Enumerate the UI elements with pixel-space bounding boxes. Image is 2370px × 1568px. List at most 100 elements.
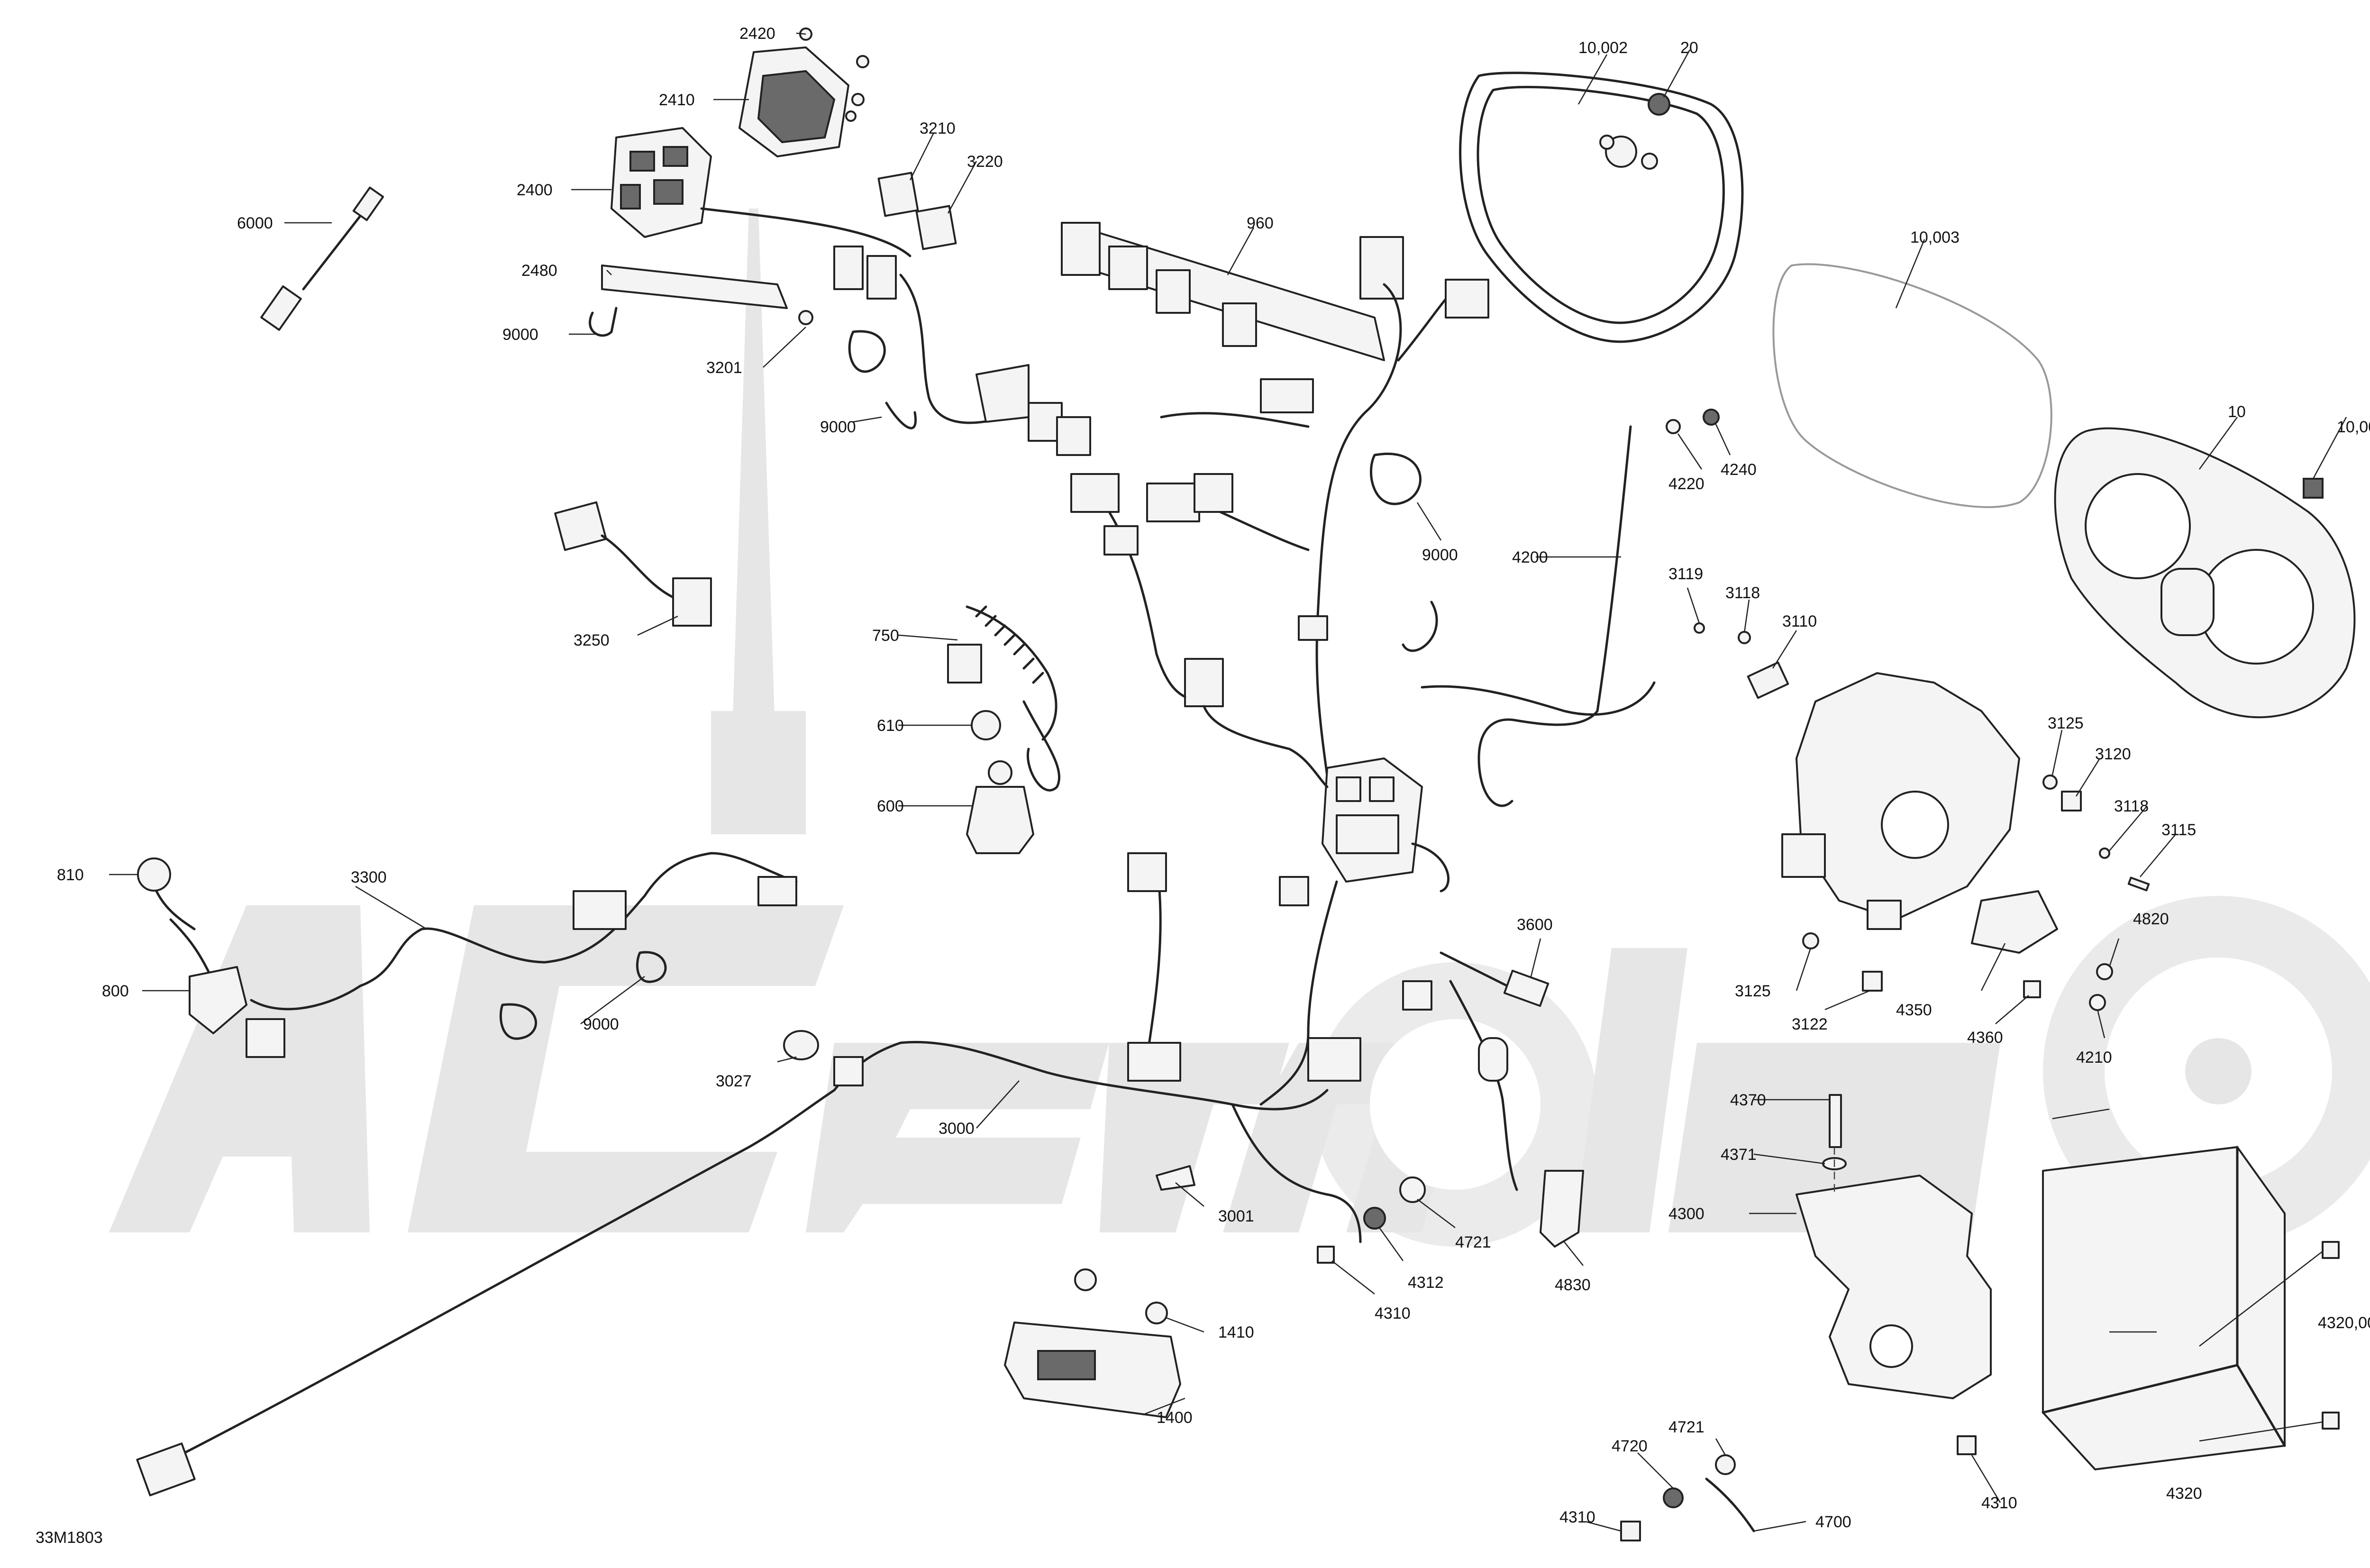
label-20: 20 — [1680, 39, 1698, 57]
label-3120: 3120 — [2095, 745, 2131, 763]
mounting-plate-4300 — [1796, 1175, 1992, 1399]
label-3220: 3220 — [967, 153, 1003, 171]
nut-20 — [1648, 93, 1670, 116]
bolt-3120 — [2061, 791, 2082, 811]
sleeve-2480 — [601, 264, 788, 309]
label-4220: 4220 — [1668, 475, 1705, 493]
voltage-regulator-1400 — [1004, 1322, 1181, 1418]
label-3125-b: 3125 — [1735, 982, 1771, 1000]
cable-tie-9000-c — [1370, 453, 1422, 505]
connector-3250 — [554, 501, 712, 627]
screw-3201 — [798, 310, 813, 325]
label-9000-d: 9000 — [583, 1015, 619, 1033]
label-2400: 2400 — [517, 181, 553, 199]
label-10002: 10,002 — [1578, 39, 1628, 57]
main-harness-960 — [1061, 222, 1489, 855]
label-3122: 3122 — [1792, 1015, 1828, 1033]
coiled-cord-750 — [947, 605, 1060, 792]
label-4310-a: 4310 — [1375, 1304, 1411, 1322]
label-4371: 4371 — [1721, 1146, 1757, 1164]
cap-810 — [137, 857, 196, 930]
screw-3115 — [2127, 876, 2150, 892]
grommet-3001 — [1156, 1165, 1195, 1191]
label-4721-a: 4721 — [1455, 1233, 1491, 1251]
label-3118-a: 3118 — [1725, 584, 1760, 602]
label-3118-b: 3118 — [2114, 797, 2149, 815]
label-9000-c: 9000 — [1422, 546, 1458, 564]
nut-1410-b — [1145, 1302, 1168, 1324]
label-3201: 3201 — [706, 359, 742, 377]
part-labels: 2420 2410 2400 2480 9000 3201 9000 3210 … — [36, 25, 2370, 1547]
label-6000: 6000 — [237, 214, 273, 232]
label-3300: 3300 — [351, 868, 387, 886]
switch-housing-2410 — [738, 46, 849, 157]
relay-3210 — [877, 172, 919, 217]
washer-3119 — [1694, 622, 1705, 634]
bolt-3122 — [1862, 971, 1883, 992]
nut-4721-b — [1715, 1454, 1736, 1475]
cable-tie-9000-a — [589, 307, 618, 337]
label-4300: 4300 — [1668, 1205, 1705, 1223]
label-10001: 10,001 — [2337, 418, 2370, 436]
sensor-3600 — [1440, 951, 1550, 1007]
ground-strap-4700 — [1705, 1477, 1755, 1532]
label-750: 750 — [872, 627, 899, 645]
label-3210: 3210 — [920, 119, 956, 137]
label-4830: 4830 — [1555, 1276, 1591, 1294]
bolt-4310-b — [1620, 1521, 1641, 1541]
label-3027: 3027 — [716, 1072, 752, 1090]
label-960: 960 — [1247, 214, 1274, 232]
instrument-support-bracket — [1781, 672, 2020, 930]
label-4350: 4350 — [1896, 1001, 1932, 1019]
label-4320001: 4320,001 — [2318, 1314, 2370, 1332]
connector-right-3201 — [975, 364, 1091, 456]
label-4320: 4320 — [2166, 1485, 2202, 1503]
label-10: 10 — [2228, 403, 2246, 421]
gauge-cluster-10 — [2054, 427, 2356, 719]
instrument-cover-10002 — [1459, 72, 1744, 343]
lens-10003 — [1772, 263, 2052, 508]
washer-3118-b — [2099, 848, 2110, 859]
label-3600: 3600 — [1517, 916, 1553, 934]
nut-4721-a — [1399, 1176, 1426, 1203]
label-4210: 4210 — [2076, 1048, 2112, 1067]
label-3250: 3250 — [574, 631, 610, 649]
label-4360: 4360 — [1967, 1029, 2003, 1047]
cable-tie-9000-d2 — [636, 951, 667, 983]
label-4312: 4312 — [1408, 1274, 1444, 1292]
label-3119: 3119 — [1668, 565, 1703, 583]
washer-3118-a — [1738, 631, 1751, 644]
label-4820: 4820 — [2133, 910, 2169, 928]
label-2480: 2480 — [521, 262, 557, 280]
label-810: 810 — [57, 866, 84, 884]
label-610: 610 — [877, 717, 904, 735]
bracket-3110 — [1747, 661, 1789, 699]
nut-1410-a — [1074, 1268, 1097, 1291]
bolt-4310-c — [1957, 1435, 1977, 1455]
cable-tie-9000-d1 — [499, 1003, 538, 1040]
diagram-id: 33M1803 — [36, 1529, 103, 1547]
nut-4210 — [2089, 994, 2106, 1011]
label-3001: 3001 — [1218, 1207, 1254, 1225]
ground-cable-4200 — [1477, 425, 1632, 807]
washer-3125-a — [2042, 775, 2058, 790]
bolt-4310-a — [1317, 1246, 1335, 1264]
bolt-4360 — [2023, 980, 2041, 998]
ignition-switch-600 — [966, 760, 1034, 854]
cable-tie-9000-c2 — [1402, 601, 1438, 652]
cable-tie-9000-b — [848, 330, 886, 373]
star-washer-4720 — [1663, 1487, 1684, 1508]
label-4200: 4200 — [1512, 548, 1548, 566]
ecu-module-4320 — [2042, 1146, 2286, 1470]
leader-lines — [109, 32, 2347, 1532]
watermark-logo — [109, 209, 2370, 1247]
label-4370: 4370 — [1730, 1091, 1766, 1109]
label-1400: 1400 — [1157, 1409, 1193, 1427]
label-4721-b: 4721 — [1668, 1418, 1705, 1436]
label-9000-a: 9000 — [502, 326, 538, 344]
switch-800 — [169, 918, 247, 1034]
screw-4320001-a — [2322, 1241, 2340, 1259]
cable-tie-9000-b2 — [885, 401, 917, 429]
label-4700: 4700 — [1815, 1513, 1851, 1531]
